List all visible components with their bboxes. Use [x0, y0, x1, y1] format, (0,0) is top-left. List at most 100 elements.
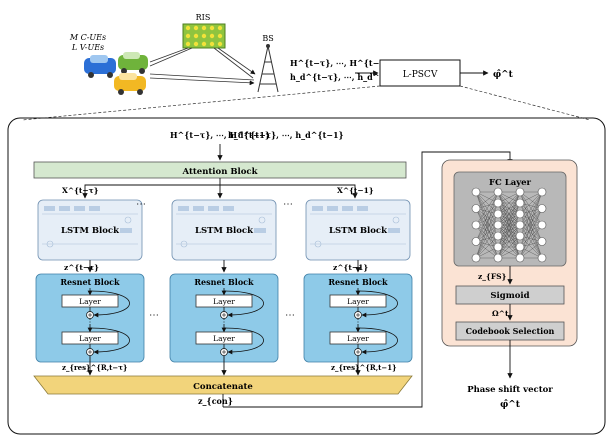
lstm-label: LSTM Block: [195, 226, 254, 236]
zres-last-label: z_{res}^{R,t−1}: [331, 363, 397, 372]
lstm-label: LSTM Block: [61, 226, 120, 236]
fc-connection: [519, 191, 543, 209]
fc-neuron: [537, 187, 547, 197]
fc-layer-label: FC Layer: [489, 178, 532, 188]
fc-connection: [497, 213, 521, 259]
resnet-label: Resnet Block: [194, 277, 254, 287]
fc-neuron: [515, 242, 525, 252]
zoom-line-right: [459, 85, 591, 121]
fc-neuron: [537, 204, 547, 213]
fc-connection: [475, 224, 499, 242]
lstm-gate: [89, 206, 100, 211]
lstm-block: LSTM Block: [171, 199, 277, 273]
fc-connection: [519, 208, 543, 259]
fc-neuron: [471, 237, 481, 246]
fc-neuron: [493, 209, 503, 219]
x-first-label: X^{t−τ}: [62, 186, 99, 195]
lstm-op-node: [124, 216, 132, 224]
fc-connection: [497, 235, 521, 259]
ellipsis-lstm-1: ⋯: [136, 199, 146, 210]
concatenate-block: [33, 375, 413, 395]
z-first-label: z^{t−τ}: [64, 263, 99, 272]
detail-frame: [7, 117, 606, 435]
fc-neuron: [471, 253, 481, 263]
lstm-gate: [312, 206, 323, 211]
fc-neuron: [493, 253, 503, 263]
ue-count-line2: L V-UEs: [71, 43, 104, 52]
phase-shift-symbol: φ̂^t: [500, 399, 521, 410]
attention-outputs: [82, 178, 358, 199]
lstm-gate: [208, 206, 219, 211]
fc-neuron: [493, 231, 503, 241]
skip-connection: [357, 327, 398, 355]
fc-connection: [519, 191, 543, 237]
lstm-gate: [74, 206, 85, 211]
lstm-gate: [193, 206, 204, 211]
fc-neuron: [493, 220, 503, 230]
resnet-layer-label: Layer: [213, 334, 235, 343]
zoom-line-left: [21, 85, 381, 121]
zfs-label: z_{FS}: [478, 272, 507, 281]
ue-count-line1: M C-UEs: [69, 33, 106, 42]
fc-connection: [519, 224, 543, 248]
sigmoid-label: Sigmoid: [490, 291, 529, 301]
detail-input-hd: h_d^{t−τ}, ⋯, h_d^{t−1}: [228, 130, 344, 140]
resnet-layer-label: Layer: [347, 297, 369, 306]
fc-connection: [519, 208, 543, 226]
fc-connection: [519, 208, 543, 248]
fc-connection: [475, 213, 499, 242]
fc-connection: [475, 191, 499, 215]
fc-neuron: [471, 204, 481, 213]
zcon-route: [223, 151, 513, 408]
fc-connection: [497, 191, 521, 226]
fc-connection: [519, 191, 543, 226]
fc-connection: [475, 191, 499, 242]
lstm-label: LSTM Block: [329, 226, 388, 236]
fc-neuron: [515, 209, 525, 219]
fc-neuron: [471, 220, 481, 230]
lstm-gate: [254, 228, 266, 233]
fc-neuron: [537, 253, 547, 263]
fc-connection: [475, 202, 499, 242]
resnet-layer-label: Layer: [213, 297, 235, 306]
ellipsis-resnet-2: ⋯: [285, 310, 295, 321]
fc-neuron: [471, 187, 481, 197]
base-station-icon: [257, 44, 279, 93]
fc-connection: [475, 235, 499, 259]
lstm-op-node: [180, 240, 188, 248]
lstm-block: LSTM Block: [37, 199, 143, 273]
fc-neuron: [493, 187, 503, 197]
lstm-gate: [59, 206, 70, 211]
output-symbol: φ̂^t: [493, 69, 514, 80]
lstm-op-node: [258, 216, 266, 224]
skip-connection: [223, 327, 264, 355]
fc-connection: [519, 208, 543, 237]
resnet-label: Resnet Block: [328, 277, 388, 287]
omega-label: Ω^t: [492, 309, 509, 318]
fc-connection: [475, 202, 499, 226]
selection-head: FC Layer z_{FS} Sigmoid Ω^t Codebook Sel…: [441, 159, 578, 410]
fc-neuron: [537, 220, 547, 230]
fc-connection: [519, 241, 543, 259]
ris-label: RIS: [196, 13, 211, 22]
fc-neuron: [493, 242, 503, 252]
fc-neuron: [515, 231, 525, 241]
lstm-gate: [342, 206, 353, 211]
z-last-label: z^{t−1}: [333, 263, 368, 272]
lstm-gate: [223, 206, 234, 211]
resnet-layer-label: Layer: [79, 334, 101, 343]
detail-input-h: H^{t−τ}, ⋯, H^{t−1}: [170, 130, 270, 140]
fc-connection: [519, 235, 543, 259]
zcon-label: z_{con}: [198, 396, 233, 406]
fc-connection: [519, 224, 543, 259]
channel-links: [149, 47, 256, 86]
concatenate-label: Concatenate: [193, 382, 253, 392]
vehicle-ues-icon: [84, 52, 148, 95]
fc-connection: [475, 191, 499, 226]
lstm-op-node: [392, 216, 400, 224]
fc-neuron: [515, 253, 525, 263]
skip-connection: [357, 290, 398, 318]
skip-connection: [89, 327, 130, 355]
